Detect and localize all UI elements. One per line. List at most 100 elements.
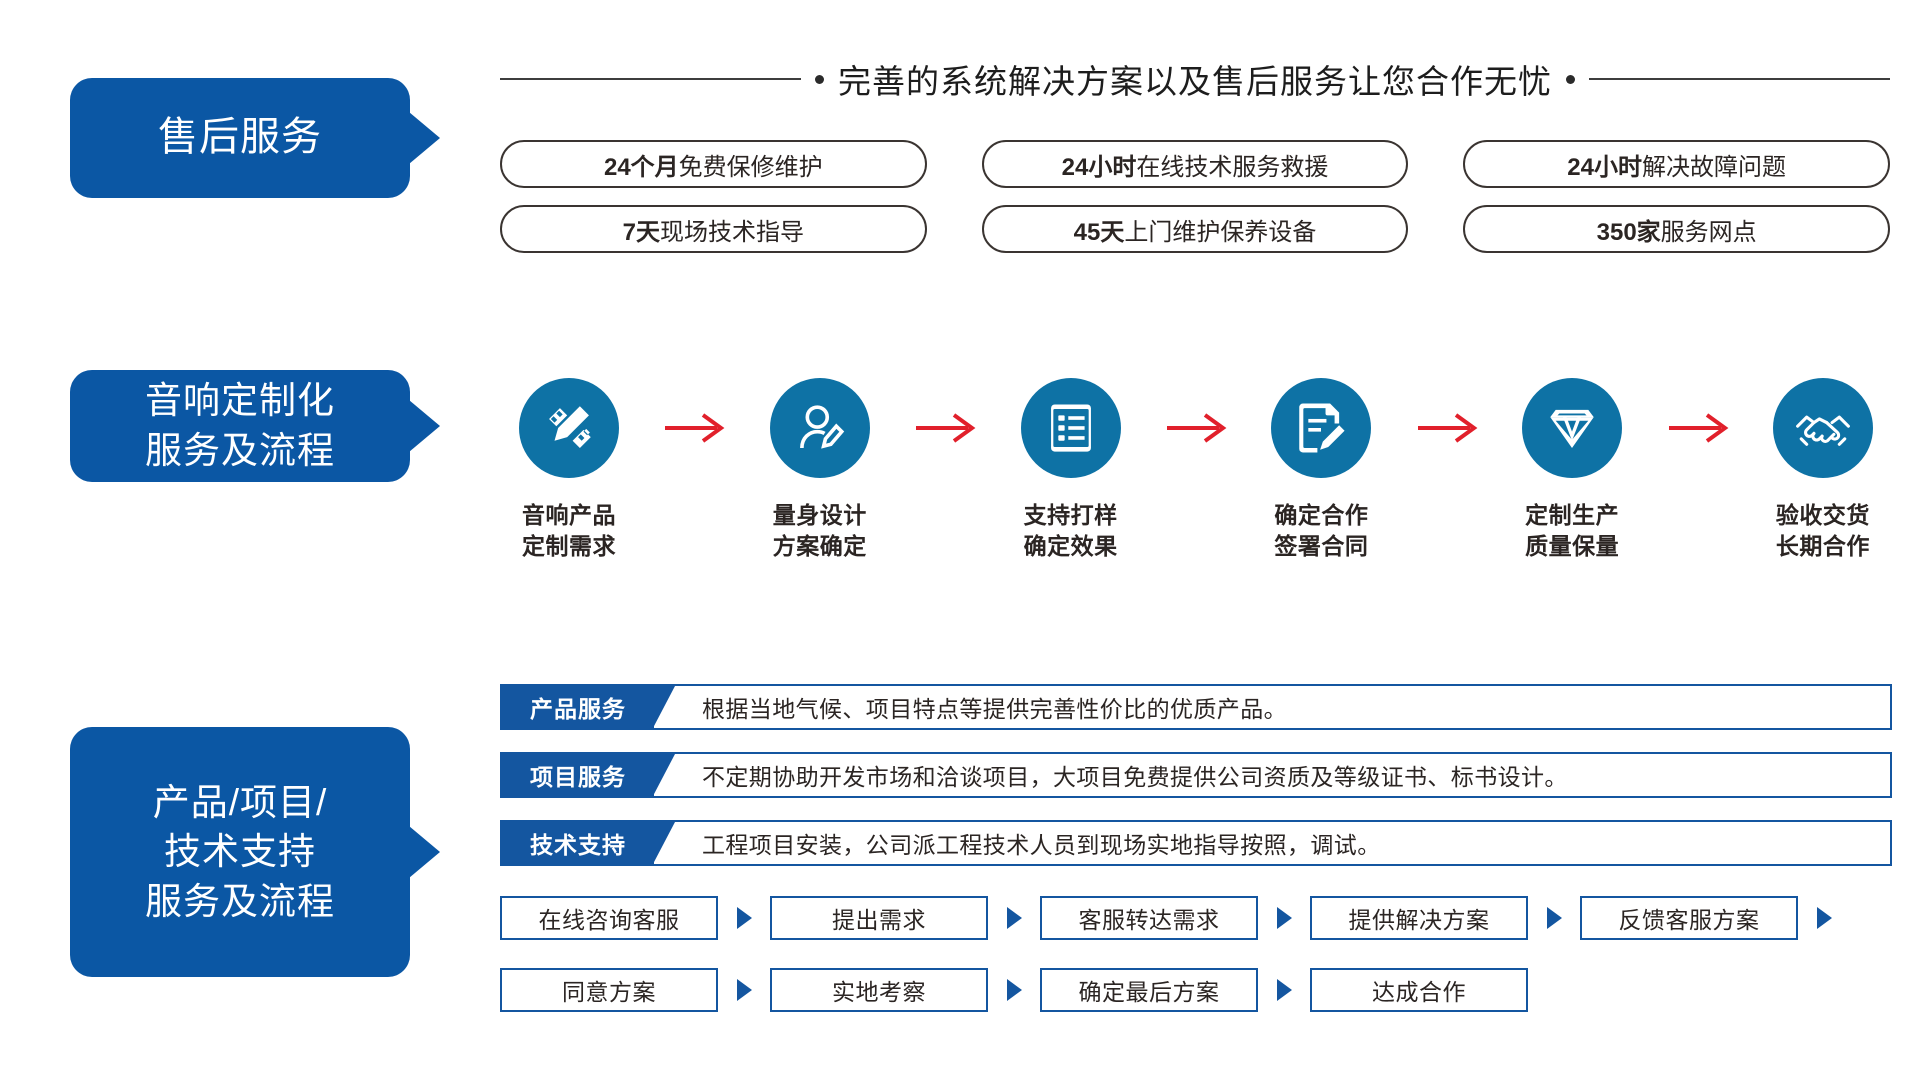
flow-arrow bbox=[1662, 378, 1734, 478]
header-rule-left bbox=[500, 78, 801, 80]
blue-triangle-right-icon bbox=[1006, 907, 1022, 929]
section-tab-label: 产品/项目/ 技术支持 服务及流程 bbox=[145, 781, 335, 922]
customization-process-flow: 音响产品 定制需求 量身设计 方案确定 bbox=[496, 378, 1896, 578]
section-tab-aftersales: 售后服务 bbox=[70, 78, 410, 198]
header-dot-right-icon bbox=[1566, 74, 1575, 84]
aftersales-pill: 45天上门维护保养设备 bbox=[981, 205, 1409, 253]
support-flow-row: 同意方案 实地考察 确定最后方案 达成合作 bbox=[500, 968, 1892, 1012]
ruler-pencil-icon bbox=[549, 406, 591, 448]
pill-rest: 现场技术指导 bbox=[660, 218, 804, 246]
pill-strong: 24小时 bbox=[1567, 153, 1642, 181]
diamond-icon bbox=[1550, 409, 1594, 448]
aftersales-pill: 350家服务网点 bbox=[1463, 205, 1890, 253]
blue-triangle-right-icon bbox=[1546, 907, 1562, 929]
section-header-title: 完善的系统解决方案以及售后服务让您合作无忧 bbox=[838, 63, 1552, 100]
red-arrow-right-icon bbox=[916, 413, 976, 443]
pill-rest: 免费保修维护 bbox=[678, 153, 823, 181]
person-design-icon bbox=[799, 405, 844, 449]
step-label: 音响产品 定制需求 bbox=[522, 502, 616, 559]
pill-rest: 服务网点 bbox=[1660, 218, 1757, 246]
service-row-tag: 技术支持 bbox=[502, 822, 654, 864]
flow-arrow bbox=[909, 378, 981, 478]
chip-arrow bbox=[988, 979, 1040, 1001]
flow-arrow bbox=[658, 378, 730, 478]
step-label: 定制生产 质量保量 bbox=[1525, 502, 1620, 559]
step-icon-circle bbox=[1271, 378, 1372, 478]
section-tab-label: 音响定制化 服务及流程 bbox=[145, 380, 335, 471]
flow-chip[interactable]: 在线咨询客服 bbox=[500, 896, 718, 940]
aftersales-pill: 7天现场技术指导 bbox=[500, 205, 927, 253]
process-step: 音响产品 定制需求 bbox=[496, 378, 642, 561]
service-row: 技术支持 工程项目安装，公司派工程技术人员到现场实地指导按照，调试。 bbox=[500, 820, 1892, 866]
step-label: 验收交货 长期合作 bbox=[1775, 502, 1870, 559]
section-tab-label: 售后服务 bbox=[158, 115, 322, 160]
pill-strong: 45天 bbox=[1073, 218, 1125, 246]
step-label: 确定合作 签署合同 bbox=[1274, 502, 1369, 559]
flow-chip[interactable]: 同意方案 bbox=[500, 968, 718, 1012]
step-icon-circle bbox=[769, 378, 870, 478]
pill-strong: 7天 bbox=[622, 218, 660, 246]
aftersales-pill-grid: 24个月免费保修维护 24小时在线技术服务救援 24小时解决故障问题 7天现场技… bbox=[500, 140, 1890, 253]
flow-chip[interactable]: 提出需求 bbox=[770, 896, 988, 940]
step-icon-circle bbox=[519, 378, 619, 478]
aftersales-pill: 24小时在线技术服务救援 bbox=[981, 140, 1409, 188]
header-dot-left-icon bbox=[815, 74, 824, 84]
pill-strong: 24小时 bbox=[1061, 153, 1137, 181]
red-arrow-right-icon bbox=[1417, 413, 1478, 443]
chip-arrow bbox=[1798, 907, 1850, 929]
chip-arrow bbox=[988, 907, 1040, 929]
service-row-text: 根据当地气候、项目特点等提供完善性价比的优质产品。 bbox=[702, 696, 1287, 722]
chip-arrow bbox=[1258, 979, 1310, 1001]
red-arrow-right-icon bbox=[665, 413, 725, 443]
header-rule-right bbox=[1589, 78, 1890, 80]
step-icon-circle bbox=[1772, 378, 1873, 478]
contract-sign-icon bbox=[1299, 403, 1345, 453]
service-row: 产品服务 根据当地气候、项目特点等提供完善性价比的优质产品。 bbox=[500, 684, 1892, 730]
blue-triangle-right-icon bbox=[1816, 907, 1832, 929]
flow-chip[interactable]: 客服转达需求 bbox=[1040, 896, 1258, 940]
support-flow-row: 在线咨询客服 提出需求 客服转达需求 提供解决方案 反馈客服方案 bbox=[500, 896, 1892, 940]
aftersales-pill: 24个月免费保修维护 bbox=[500, 140, 927, 188]
pill-rest: 解决故障问题 bbox=[1642, 153, 1786, 181]
process-step: 确定合作 签署合同 bbox=[1248, 378, 1394, 561]
red-arrow-right-icon bbox=[1668, 413, 1728, 443]
service-row-text: 工程项目安装，公司派工程技术人员到现场实地指导按照，调试。 bbox=[702, 832, 1381, 858]
process-step: 验收交货 长期合作 bbox=[1750, 378, 1896, 561]
flow-chip[interactable]: 提供解决方案 bbox=[1310, 896, 1528, 940]
blue-triangle-right-icon bbox=[736, 907, 752, 929]
red-arrow-right-icon bbox=[1166, 413, 1227, 443]
blue-triangle-right-icon bbox=[1006, 979, 1022, 1001]
pill-rest: 上门维护保养设备 bbox=[1124, 218, 1317, 246]
process-step: 定制生产 质量保量 bbox=[1499, 378, 1645, 561]
service-row-text: 不定期协助开发市场和洽谈项目，大项目免费提供公司资质及等级证书、标书设计。 bbox=[702, 764, 1568, 790]
blue-triangle-right-icon bbox=[736, 979, 752, 1001]
step-label: 量身设计 方案确定 bbox=[772, 502, 867, 559]
flow-chip[interactable]: 达成合作 bbox=[1310, 968, 1528, 1012]
chip-arrow bbox=[718, 979, 770, 1001]
section-tab-customization: 音响定制化 服务及流程 bbox=[70, 370, 410, 482]
section-header: 完善的系统解决方案以及售后服务让您合作无忧 bbox=[500, 58, 1890, 100]
service-row: 项目服务 不定期协助开发市场和洽谈项目，大项目免费提供公司资质及等级证书、标书设… bbox=[500, 752, 1892, 798]
flow-chip[interactable]: 反馈客服方案 bbox=[1580, 896, 1798, 940]
step-label: 支持打样 确定效果 bbox=[1023, 502, 1118, 559]
flow-chip[interactable]: 实地考察 bbox=[770, 968, 988, 1012]
pill-rest: 在线技术服务救援 bbox=[1136, 153, 1329, 181]
chip-arrow bbox=[718, 907, 770, 929]
section-tab-product-support: 产品/项目/ 技术支持 服务及流程 bbox=[70, 727, 410, 977]
step-icon-circle bbox=[1522, 378, 1623, 478]
pill-strong: 350家 bbox=[1596, 218, 1661, 246]
chip-arrow bbox=[1528, 907, 1580, 929]
pill-strong: 24个月 bbox=[603, 153, 679, 181]
blue-triangle-right-icon bbox=[1276, 907, 1292, 929]
service-row-tag: 产品服务 bbox=[502, 686, 654, 728]
flow-arrow bbox=[1411, 378, 1483, 478]
process-step: 支持打样 确定效果 bbox=[998, 378, 1144, 561]
blue-triangle-right-icon bbox=[1276, 979, 1292, 1001]
step-icon-circle bbox=[1020, 378, 1121, 478]
process-step: 量身设计 方案确定 bbox=[747, 378, 893, 561]
aftersales-pill: 24小时解决故障问题 bbox=[1463, 140, 1890, 188]
flow-chip[interactable]: 确定最后方案 bbox=[1040, 968, 1258, 1012]
chip-arrow bbox=[1258, 907, 1310, 929]
flow-arrow bbox=[1160, 378, 1232, 478]
service-row-tag: 项目服务 bbox=[502, 754, 654, 796]
